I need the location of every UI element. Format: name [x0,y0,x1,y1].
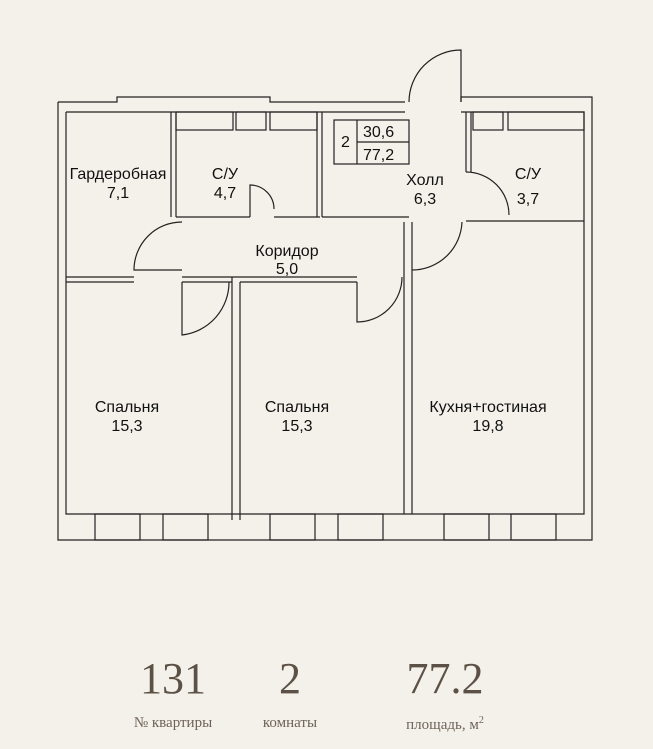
stat-rooms-count: 2 комнаты [240,657,340,732]
rooms-count-label: комнаты [262,715,318,731]
room-bedroom-1-area: 15,3 [111,418,142,435]
stat-area: 77.2 площадь, м2 [380,657,510,734]
area-label: площадь, м2 [380,715,510,734]
room-wardrobe-name: Гардеробная [70,166,167,183]
doors [133,49,510,336]
room-bedroom-1-name: Спальня [95,399,159,416]
room-toilet-1-name: С/У [212,166,239,183]
outer-wall [57,96,593,541]
badge-total-area: 77,2 [363,147,394,164]
room-bedroom-2-name: Спальня [265,399,329,416]
badge-living-area: 30,6 [363,124,394,141]
area-label-text: площадь, м [406,717,479,733]
room-kitchen-living-area: 19,8 [472,418,503,435]
interior-walls [66,112,584,520]
floor-plan: 2 30,6 77,2 Гардеробная 7,1 С/У 4,7 Холл… [57,49,593,541]
room-hall-area: 6,3 [414,191,436,208]
badge-rooms: 2 [341,134,350,151]
rooms-count-value: 2 [279,654,301,703]
room-corridor-name: Коридор [255,243,318,260]
area-unit-power: 2 [478,715,484,726]
room-toilet-2-area: 3,7 [517,191,539,208]
apartment-number-label: № квартиры [133,715,213,731]
room-bedroom-2-area: 15,3 [281,418,312,435]
room-kitchen-living-name: Кухня+гостиная [429,399,546,416]
room-toilet-1-area: 4,7 [214,185,236,202]
room-wardrobe-area: 7,1 [107,185,129,202]
room-corridor-area: 5,0 [276,261,298,278]
apartment-number-value: 131 [140,654,206,703]
room-hall-name: Холл [406,172,444,189]
area-badge [333,119,410,165]
room-toilet-2-name: С/У [515,166,542,183]
area-value: 77.2 [406,654,484,703]
stat-apartment-number: 131 № квартиры [112,657,234,732]
